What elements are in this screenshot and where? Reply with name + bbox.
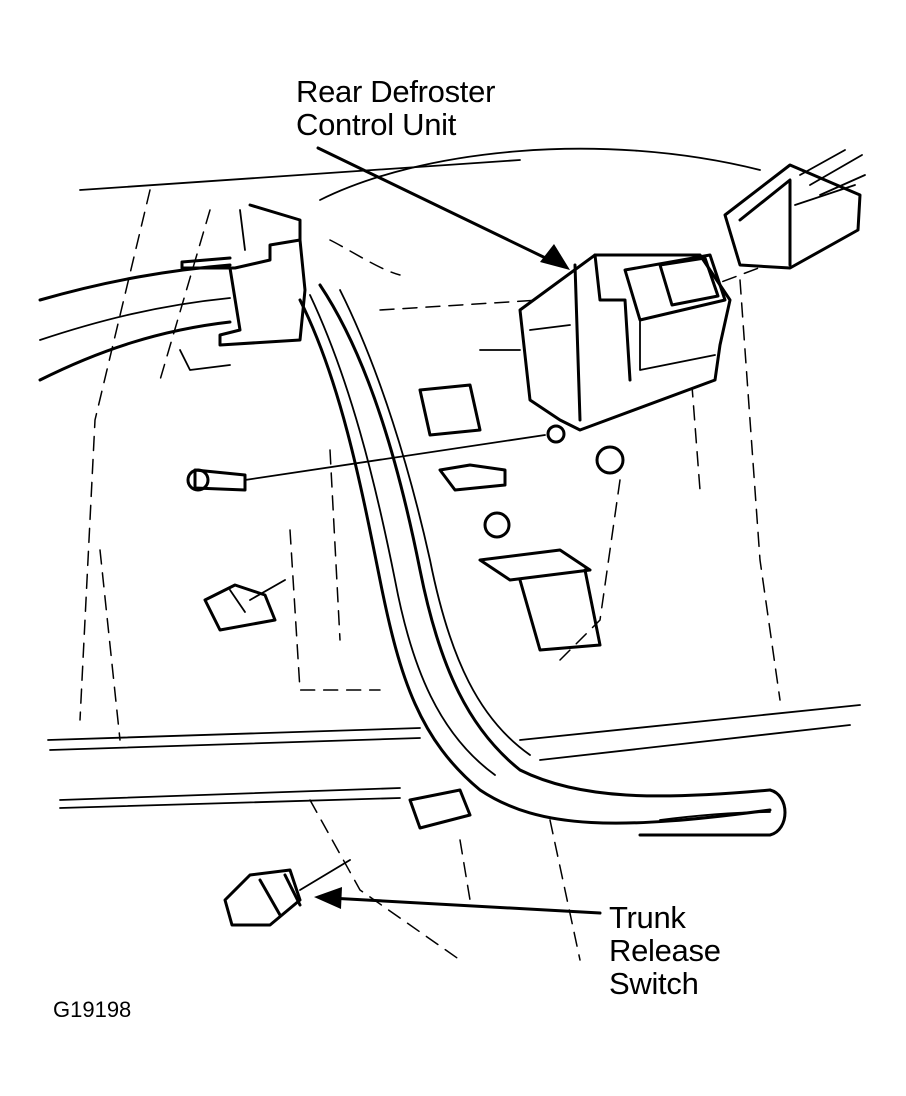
trunk-label-line1: Trunk <box>609 900 686 935</box>
defroster-arrow-head <box>540 244 570 270</box>
figure-code: G19198 <box>53 997 132 1022</box>
mounting-brackets <box>203 383 625 652</box>
lower-rails <box>47 704 861 961</box>
defroster-control-unit <box>479 253 732 444</box>
harness-bracket <box>179 203 307 371</box>
connector-plug <box>723 149 866 270</box>
trunk-label-line2: Release <box>609 933 721 968</box>
defroster-control-unit-label: Rear Defroster Control Unit <box>296 75 495 141</box>
trunk-arrow <box>328 896 602 915</box>
wiring-harness <box>38 263 787 837</box>
trunk-arrow-head <box>314 887 342 909</box>
leader-arrows <box>314 146 602 915</box>
trunk-release-switch <box>223 859 351 927</box>
defroster-label-line2: Control Unit <box>296 107 457 142</box>
trunk-panel-outline <box>79 147 781 741</box>
trunk-label-line3: Switch <box>609 966 699 1001</box>
defroster-arrow <box>316 146 562 267</box>
trunk-release-switch-label: Trunk Release Switch <box>609 901 721 1000</box>
defroster-label-line1: Rear Defroster <box>296 74 496 109</box>
mounting-bolt <box>186 434 546 492</box>
